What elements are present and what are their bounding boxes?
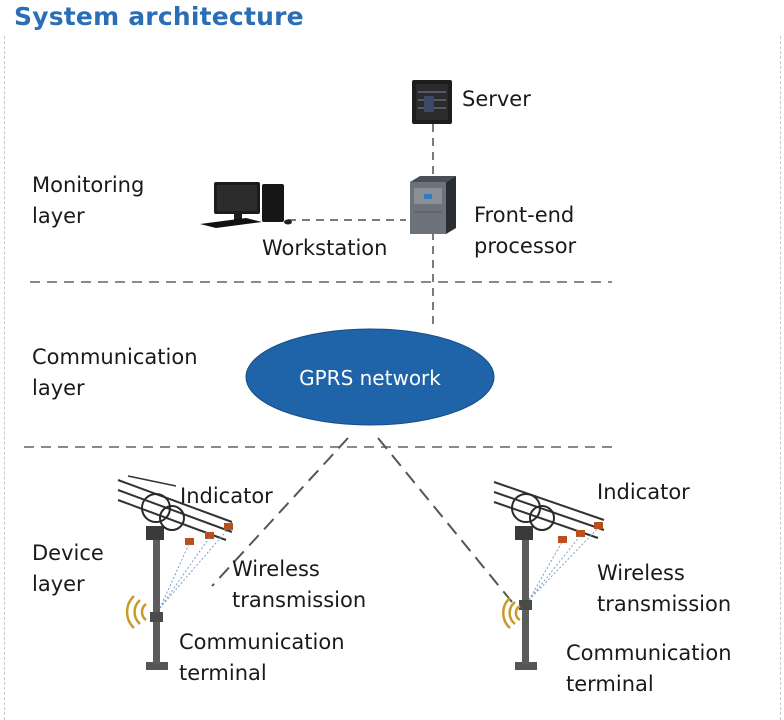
front-end-processor-label: Front-end processor bbox=[474, 203, 577, 258]
communication-layer-label: Communication layer bbox=[32, 345, 198, 400]
gprs-network-node bbox=[245, 328, 495, 426]
monitoring-layer-label: Monitoring layer bbox=[32, 173, 145, 228]
front-end-processor-icon bbox=[410, 176, 456, 234]
wireless-signal-icon-right bbox=[501, 597, 521, 629]
workstation-label: Workstation bbox=[262, 236, 388, 260]
server-icon bbox=[412, 80, 452, 124]
utility-pole-icon-right bbox=[493, 481, 605, 670]
device-right-wireless-label: Wireless transmission bbox=[597, 561, 732, 616]
wireless-signal-icon-left bbox=[125, 595, 147, 629]
server-label: Server bbox=[462, 87, 531, 111]
device-right-terminal-label: Communication terminal bbox=[566, 641, 732, 696]
device-right-indicator-label: Indicator bbox=[597, 480, 690, 504]
device-left-wireless-label: Wireless transmission bbox=[232, 557, 367, 612]
link-gprs-device-left bbox=[211, 437, 349, 587]
frame-border-right bbox=[780, 36, 781, 720]
frame-border-left bbox=[4, 36, 5, 720]
link-gprs-device-right bbox=[377, 437, 513, 603]
device-left-terminal-label: Communication terminal bbox=[179, 630, 345, 685]
workstation-icon bbox=[200, 182, 292, 228]
device-left-indicator-label: Indicator bbox=[180, 484, 273, 508]
device-layer-label: Device layer bbox=[32, 541, 104, 596]
page-title: System architecture bbox=[14, 2, 304, 31]
utility-pole-icon-left bbox=[117, 475, 233, 670]
